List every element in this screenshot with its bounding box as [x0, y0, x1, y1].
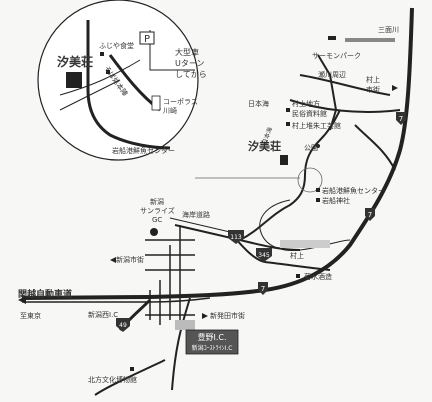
museum-marker [130, 367, 134, 371]
folk-museum-marker [286, 108, 290, 112]
svg-text:7: 7 [368, 211, 372, 219]
svg-text:345: 345 [258, 252, 270, 259]
coast-road-2 [169, 217, 231, 233]
arrow-niigata-city [110, 257, 116, 263]
kanetsu-label: 関越自動車道 [18, 288, 72, 300]
segawa-label: 瀬川周辺 [318, 70, 346, 79]
route-345-road [239, 109, 341, 241]
parking-label: P [144, 34, 150, 45]
arrow-shin-hotta [202, 313, 208, 319]
arrow-murakami [392, 85, 398, 91]
inset-target-circle [297, 167, 323, 193]
route-7-road [21, 7, 414, 300]
route-shield-113: 113 [228, 230, 244, 244]
ic-label-1: 豊野I.C. [197, 332, 226, 342]
soba-marker [106, 70, 110, 74]
local-roads [145, 225, 195, 330]
arrow-to-tokyo [18, 296, 26, 304]
sunrise-label-2: サンライズ [140, 206, 175, 215]
inset-ryokan-building [66, 72, 82, 88]
salmon-park-marker [328, 36, 336, 40]
inset-fish-center: 岩船港鮮魚センター [112, 146, 175, 155]
inset-shop: ふじや食堂 [99, 41, 134, 50]
svg-text:7: 7 [261, 285, 265, 293]
park-label: 公園 [304, 144, 318, 152]
murakami-city-label-1: 村上 [366, 75, 380, 84]
svg-text:49: 49 [119, 322, 127, 329]
crafts-hall-marker [286, 122, 290, 126]
route-shield-7-c: 7 [258, 282, 268, 295]
inset-uturn-2: Uターン [175, 59, 204, 68]
niigata-nishi-label: 新潟西I.C [88, 310, 118, 319]
shop-marker [100, 52, 104, 56]
inset-corporas-2: 川崎 [163, 106, 177, 115]
route-113-road [229, 231, 331, 271]
ic-box [185, 329, 239, 355]
inset-place-name: 汐美荘 [57, 54, 93, 69]
route-7-east [354, 124, 396, 171]
svg-text:7: 7 [399, 115, 403, 123]
shin-hotta-label: 新発田市街 [210, 311, 245, 320]
expressway-south [171, 297, 191, 391]
inset-corporas-1: コーポラス [163, 98, 198, 106]
murakami-city-label-2: 市街 [366, 85, 380, 94]
miomote-river-label: 三面川 [378, 26, 399, 34]
inset-circle [37, 0, 199, 161]
fish-center-main-label: 岩船港鮮魚センター [322, 186, 385, 195]
crafts-hall-label: 村上堆朱工芸館 [292, 121, 341, 130]
route-shield-7-b: 7 [365, 208, 375, 221]
route-shield-49: 49 [116, 318, 130, 332]
route-shield-7-a: 7 [396, 112, 406, 125]
folk-museum-label-1: 村上地方 [292, 99, 320, 108]
sake-brewery-label: 菊水酒造 [304, 272, 332, 281]
inset-uturn-1: 大型車 [175, 47, 199, 57]
fish-center-marker [316, 188, 320, 192]
shrine-label: 岩船神社 [322, 196, 350, 205]
niigata-city-label: 新潟市街 [116, 255, 144, 264]
murakami-label: 村上 [290, 251, 304, 260]
place-name-label: 汐美荘 [248, 139, 281, 153]
road-to-museum [94, 359, 166, 396]
ryokan-marker [280, 155, 288, 165]
sunrise-label-1: 新潟 [150, 197, 164, 206]
river-hatch [175, 320, 195, 330]
sunrise-marker [150, 228, 158, 236]
svg-text:113: 113 [230, 234, 242, 241]
folk-museum-label-2: 民俗資料館 [292, 109, 327, 118]
inset-corporas-building [151, 95, 161, 111]
brewery-marker [296, 274, 300, 278]
park-marker [316, 144, 320, 148]
museum-label: 北方文化博物館 [88, 375, 137, 384]
coast-road-label: 海岸道路 [182, 210, 210, 219]
sunrise-label-3: GC [152, 216, 162, 224]
shrine-marker [316, 198, 320, 202]
shore-hatch [280, 240, 330, 248]
ic-label-2: 新潟ｺｰｽﾄﾗｲﾝI.C [192, 344, 233, 352]
to-tokyo-label: 至東京 [20, 311, 41, 320]
miomote-river-bank [345, 38, 395, 42]
sea-of-japan-label: 日本海 [248, 99, 269, 108]
parking-box [139, 31, 155, 45]
inset-uturn-3: してから [175, 70, 207, 79]
route-shield-345: 345 [256, 248, 272, 262]
salmon-park-label: サーモンパーク [312, 52, 361, 60]
